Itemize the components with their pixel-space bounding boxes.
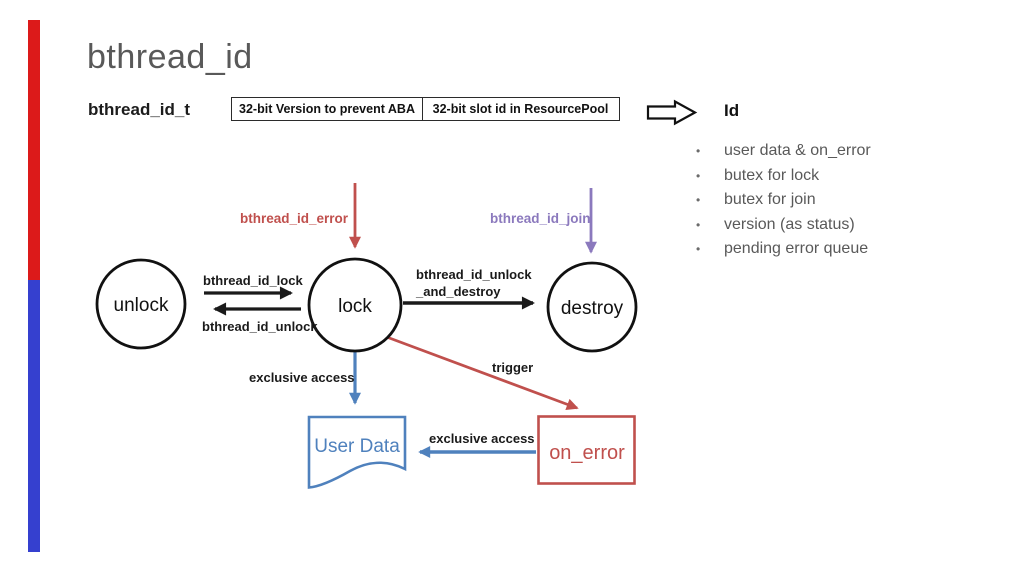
bullet-text: butex for lock bbox=[724, 166, 820, 184]
state-label-unlock: unlock bbox=[114, 295, 169, 316]
bullet-text: version (as status) bbox=[724, 215, 855, 233]
bullet-text: user data & on_error bbox=[724, 142, 871, 159]
state-label-destroy: destroy bbox=[561, 298, 624, 319]
list-item: • pending error queue bbox=[692, 237, 1002, 262]
struct-field-version: 32-bit Version to prevent ABA bbox=[231, 97, 423, 121]
state-node-destroy bbox=[546, 261, 638, 353]
edge-label-lock: bthread_id_lock bbox=[203, 273, 303, 288]
bullet-text: butex for join bbox=[724, 191, 816, 209]
edge-label-trigger: trigger bbox=[492, 360, 533, 375]
right-block-arrow-icon bbox=[646, 99, 698, 126]
page-title: bthread_id bbox=[87, 38, 253, 76]
id-feature-list: • user data & on_error • butex for lock • b… bbox=[692, 139, 1002, 262]
state-node-unlock bbox=[95, 258, 187, 350]
state-label-lock: lock bbox=[338, 296, 372, 317]
left-accent-bar-red bbox=[28, 20, 40, 280]
state-node-lock bbox=[307, 257, 403, 353]
edge-label-unlock-and-destroy-line1: bthread_id_unlock bbox=[416, 267, 532, 282]
bullet-marker: • bbox=[696, 217, 701, 232]
list-item: • user data & on_error bbox=[692, 139, 1002, 164]
bullet-marker: • bbox=[696, 242, 701, 257]
struct-type-label: bthread_id_t bbox=[88, 100, 191, 119]
edge-label-unlock-and-destroy-line2: _and_destroy bbox=[415, 284, 501, 299]
bullet-marker: • bbox=[696, 144, 701, 158]
on-error-box bbox=[537, 415, 636, 485]
bullet-marker: • bbox=[696, 168, 701, 183]
left-accent-bar-blue bbox=[28, 280, 40, 552]
user-data-label: User Data bbox=[314, 436, 400, 457]
id-heading: Id bbox=[724, 101, 740, 120]
bullet-marker: • bbox=[696, 193, 701, 208]
edge-label-unlock: bthread_id_unlock bbox=[202, 319, 318, 334]
arrow-lock-trigger-on-error bbox=[383, 334, 579, 411]
struct-field-slot-id: 32-bit slot id in ResourcePool bbox=[421, 97, 620, 121]
edge-label-join: bthread_id_join bbox=[490, 211, 591, 226]
edge-label-error: bthread_id_error bbox=[240, 211, 349, 226]
user-data-document-shape bbox=[307, 415, 407, 489]
list-item: • butex for join bbox=[692, 188, 1002, 213]
bullet-text: pending error queue bbox=[724, 240, 869, 258]
edge-label-exclusive-access-right: exclusive access bbox=[429, 431, 535, 446]
edge-label-exclusive-access-left: exclusive access bbox=[249, 370, 355, 385]
on-error-label: on_error bbox=[549, 442, 625, 464]
list-item: • butex for lock bbox=[692, 164, 1002, 189]
list-item: • version (as status) bbox=[692, 213, 1002, 238]
